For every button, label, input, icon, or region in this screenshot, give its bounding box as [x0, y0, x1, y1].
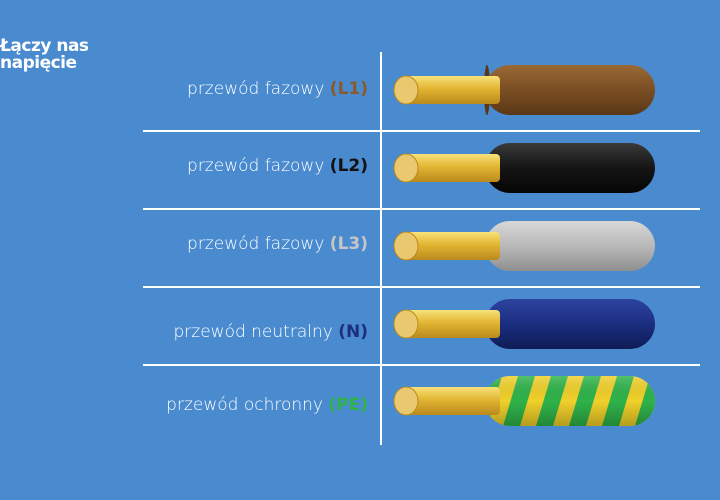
- wire-label-l1: przewód fazowy (L1): [187, 74, 368, 104]
- conductor-tip: [393, 153, 419, 183]
- wire-label-l3: przewód fazowy (L3): [187, 229, 368, 259]
- wire-name: przewód fazowy: [187, 234, 325, 254]
- wire-pe-graphic: [393, 376, 655, 426]
- copper-conductor: [400, 387, 500, 415]
- wire-code: (L2): [329, 156, 368, 176]
- copper-conductor: [400, 154, 500, 182]
- copper-conductor: [400, 232, 500, 260]
- insulation: [485, 221, 655, 271]
- insulation: [485, 299, 655, 349]
- wire-code: (N): [338, 322, 368, 342]
- wire-code: (L1): [329, 79, 368, 99]
- logo-line-2: napięcie: [0, 53, 77, 73]
- brand-logo: Łączy nas napięcie: [0, 38, 89, 72]
- row-divider: [143, 286, 700, 288]
- insulation: [485, 143, 655, 193]
- wire-n-graphic: [393, 299, 655, 349]
- column-divider: [380, 52, 382, 445]
- insulation: [485, 65, 655, 115]
- conductor-tip: [393, 309, 419, 339]
- wire-l3-graphic: [393, 221, 655, 271]
- wire-name: przewód fazowy: [187, 156, 325, 176]
- conductor-tip: [393, 386, 419, 416]
- wire-l2-graphic: [393, 143, 655, 193]
- logo-line-1: Łączy nas: [0, 36, 89, 56]
- wire-name: przewód ochronny: [166, 395, 323, 415]
- copper-conductor: [400, 310, 500, 338]
- wire-code: (PE): [328, 395, 368, 415]
- wire-label-l2: przewód fazowy (L2): [187, 151, 368, 181]
- conductor-tip: [393, 75, 419, 105]
- wire-label-n: przewód neutralny (N): [174, 317, 369, 347]
- wire-label-pe: przewód ochronny (PE): [166, 390, 368, 420]
- row-divider: [143, 208, 700, 210]
- wire-name: przewód neutralny: [173, 322, 333, 342]
- wire-code: (L3): [329, 234, 368, 254]
- conductor-tip: [393, 231, 419, 261]
- row-divider: [143, 364, 700, 366]
- wire-l1-graphic: [393, 65, 655, 115]
- copper-conductor: [400, 76, 500, 104]
- wire-name: przewód fazowy: [187, 79, 325, 99]
- row-divider: [143, 130, 700, 132]
